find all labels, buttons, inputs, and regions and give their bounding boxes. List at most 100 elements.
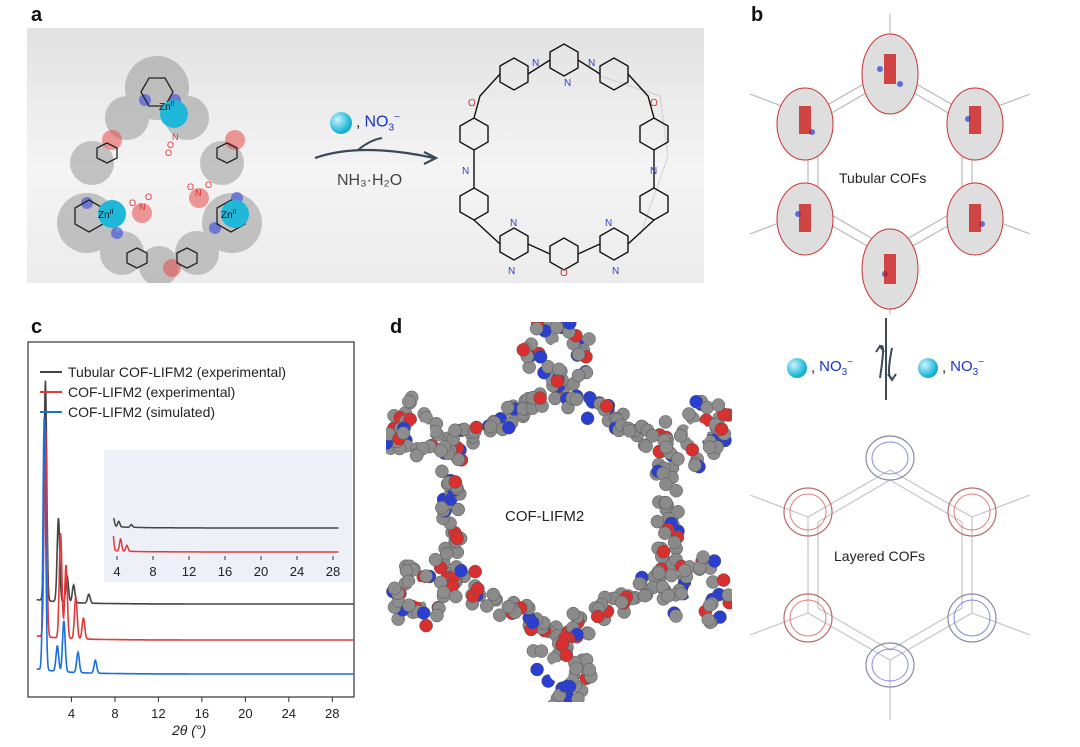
atom-sphere [658, 526, 672, 540]
atom-sphere [436, 585, 451, 600]
atom-sphere [419, 618, 433, 633]
inset-tick-label: 28 [326, 564, 340, 579]
atom-sphere [614, 595, 629, 610]
panel-d-letter: d [390, 316, 403, 338]
svg-text:N: N [532, 58, 539, 69]
atom-sphere [439, 546, 454, 561]
svg-text:N: N [588, 58, 595, 69]
svg-text:O: O [650, 98, 658, 109]
atom-sphere [721, 588, 732, 602]
node-pore [549, 342, 569, 362]
svg-text:N: N [462, 166, 469, 177]
atom-sphere [656, 544, 671, 559]
atom-sphere [409, 448, 424, 463]
atom-sphere [559, 648, 574, 663]
node-pore [549, 662, 569, 682]
atom-sphere [701, 612, 715, 627]
svg-text:N: N [172, 132, 179, 142]
node-pore [410, 422, 431, 442]
atom-sphere [673, 429, 688, 443]
panel-b-letter: b [751, 4, 764, 26]
zn-atom-right [221, 200, 249, 228]
x-tick-label: 24 [282, 706, 296, 721]
atom-sphere [529, 322, 544, 336]
atom-sphere [402, 394, 416, 409]
atom-sphere [671, 452, 685, 466]
cof-lifm2-space-filling-model [386, 322, 732, 702]
series-line-0 [36, 380, 354, 605]
node-pore [687, 422, 708, 442]
zn-ion-sphere [330, 112, 352, 134]
svg-text:O: O [165, 148, 172, 158]
atom-sphere [652, 566, 666, 580]
atom-sphere [563, 322, 577, 330]
atom-sphere [450, 531, 464, 546]
x-tick-label: 12 [151, 706, 165, 721]
atom-sphere [502, 420, 516, 435]
tubular-cof-structure [749, 14, 1031, 314]
atom-sphere [711, 398, 726, 412]
atom-sphere [448, 423, 462, 437]
atom-sphere [430, 608, 444, 623]
legend-item-experimental: COF-LIFM2 (experimental) [40, 384, 286, 400]
atom-sphere [419, 569, 433, 583]
svg-text:O: O [145, 192, 152, 202]
inset-background [104, 450, 352, 582]
nitrate-label: NO3− [364, 112, 400, 134]
atom-sphere [716, 573, 731, 587]
node-pore [410, 582, 431, 602]
inset-series-line-1 [112, 535, 339, 553]
tubular-pillars [776, 33, 1004, 310]
atom-sphere [486, 587, 501, 602]
atom-sphere [449, 589, 463, 604]
atom-sphere [674, 586, 689, 601]
svg-text:N: N [510, 218, 517, 229]
atom-sphere [667, 535, 682, 550]
svg-text:N: N [612, 266, 619, 276]
atom-sphere [700, 400, 714, 415]
atom-sphere [702, 440, 717, 454]
atom-sphere [516, 343, 531, 357]
atom-sphere [696, 550, 710, 564]
atom-sphere [435, 500, 449, 515]
atom-sphere [448, 475, 463, 489]
atom-sphere [582, 332, 596, 346]
atom-sphere [658, 415, 673, 429]
svg-text:N: N [650, 166, 657, 177]
svg-text:O: O [187, 182, 194, 192]
atom-sphere [669, 483, 683, 498]
atom-sphere [661, 589, 675, 603]
reagent-label: , NO3− [330, 112, 400, 134]
series-line-2 [36, 417, 354, 675]
atom-sphere [480, 599, 494, 613]
atom-sphere [468, 564, 482, 579]
atom-sphere [550, 374, 565, 388]
atom-sphere [569, 661, 583, 676]
atom-sphere [590, 609, 605, 624]
svg-text:N: N [508, 266, 515, 276]
atom-sphere [669, 609, 683, 623]
atom-sphere [689, 394, 703, 409]
cof-lifm2-label: COF-LIFM2 [505, 508, 585, 525]
atom-sphere [622, 424, 637, 438]
tubular-cofs-label: Tubular COFs [839, 170, 927, 186]
atom-sphere [547, 699, 559, 702]
atom-sphere [639, 439, 653, 453]
inset-tick-label: 8 [149, 564, 156, 579]
ammonia-label: NH₃·H₂O [337, 172, 403, 189]
equilibrium-arrows [875, 318, 897, 400]
atom-sphere [671, 505, 685, 519]
atom-sphere [396, 426, 411, 440]
inset-tick-label: 12 [182, 564, 196, 579]
atom-sphere [469, 420, 484, 435]
series-line-1 [36, 426, 354, 641]
atom-sphere [682, 407, 696, 421]
atom-sphere [428, 552, 443, 567]
equilibrium-right-label: , NO3− [918, 357, 984, 378]
atom-sphere [571, 692, 585, 702]
equilibrium-left-label: , NO3− [787, 357, 853, 378]
atom-sphere [599, 399, 614, 413]
atom-sphere [525, 615, 540, 630]
